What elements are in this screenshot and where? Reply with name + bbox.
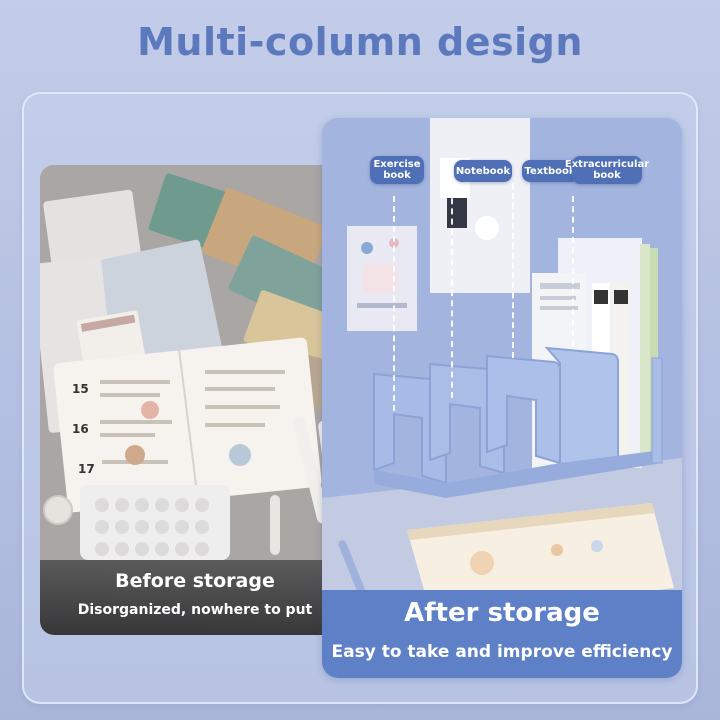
guide-line-extracurricular-book <box>572 196 574 346</box>
before-panel: 15 16 17 Before storage Disorganized, no… <box>40 165 350 635</box>
after-panel: Exercise book Notebook Textbook Extracur… <box>322 118 682 678</box>
label-notebook: Notebook <box>454 160 512 182</box>
before-subtitle: Disorganized, nowhere to put <box>77 602 313 618</box>
after-title: After storage <box>404 598 600 628</box>
svg-text:17: 17 <box>78 462 95 476</box>
svg-text:15: 15 <box>72 382 89 396</box>
before-title: Before storage <box>115 570 275 592</box>
guide-line-textbook <box>512 183 514 358</box>
after-subtitle: Easy to take and improve efficiency <box>331 642 673 662</box>
svg-text:16: 16 <box>72 422 89 436</box>
headline: Multi-column design <box>137 20 583 64</box>
guide-line-exercise-book <box>393 196 395 411</box>
guide-line-notebook <box>451 188 453 398</box>
messy-desk-photo: 15 16 17 <box>40 165 350 560</box>
label-textbook: Textbook <box>522 160 578 182</box>
label-extracurricular-book: Extracurricular book <box>565 156 649 184</box>
label-exercise-book: Exercise book <box>370 156 424 184</box>
after-caption: After storage Easy to take and improve e… <box>322 590 682 678</box>
before-caption: Before storage Disorganized, nowhere to … <box>40 560 350 635</box>
